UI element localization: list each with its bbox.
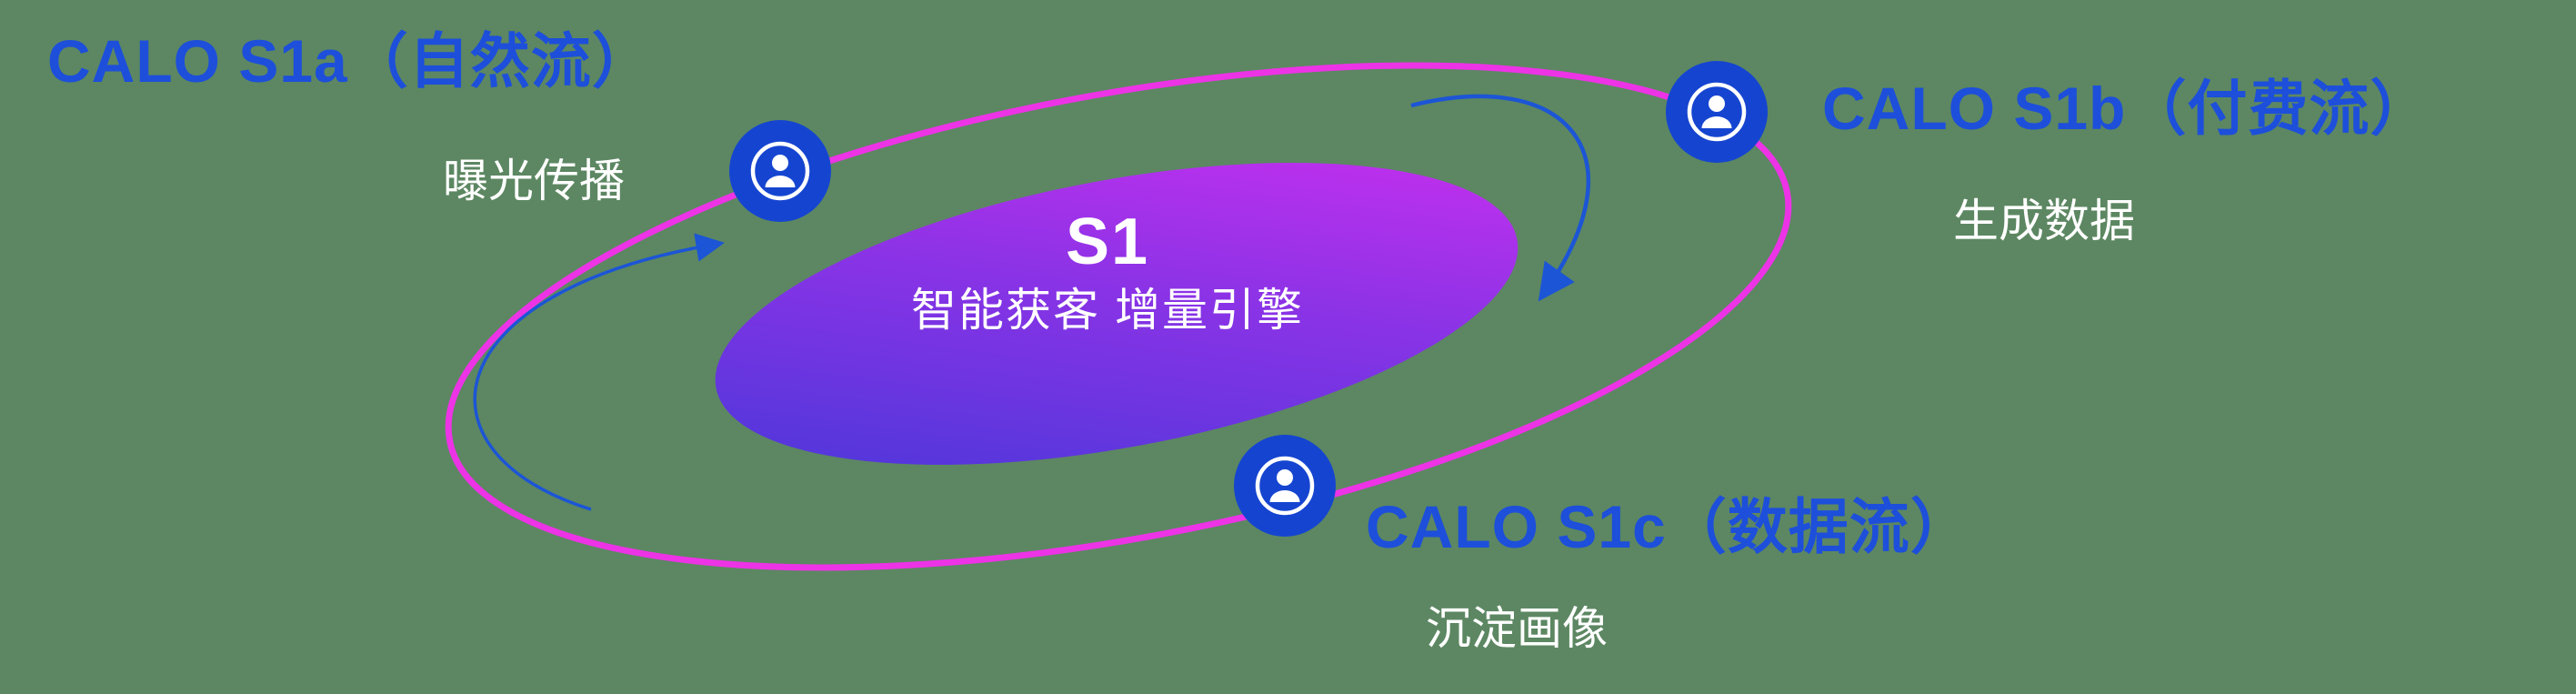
- user-node-s1b: [1666, 61, 1768, 163]
- label-s1b: CALO S1b（付费流）: [1822, 75, 2431, 142]
- flow-arrow-left: [473, 233, 725, 511]
- user-icon: [1687, 82, 1747, 142]
- label-s1c: CALO S1c（数据流）: [1366, 493, 1971, 560]
- core-ellipse: [715, 162, 1519, 466]
- sublabel-s1b: 生成数据: [1953, 196, 2135, 246]
- sublabel-s1c: 沉淀画像: [1426, 603, 1608, 654]
- flow-arrow-top-right: [1410, 94, 1591, 302]
- user-node-s1a: [729, 120, 831, 222]
- sublabel-s1a: 曝光传播: [443, 156, 625, 206]
- label-s1a: CALO S1a（自然流）: [47, 27, 653, 95]
- core-subtitle: 智能获客 增量引擎: [911, 285, 1304, 336]
- user-node-s1c: [1234, 435, 1336, 537]
- orbit-ring: [445, 62, 1792, 571]
- user-icon: [750, 141, 810, 201]
- core-title: S1: [1065, 206, 1150, 278]
- user-icon: [1255, 456, 1315, 516]
